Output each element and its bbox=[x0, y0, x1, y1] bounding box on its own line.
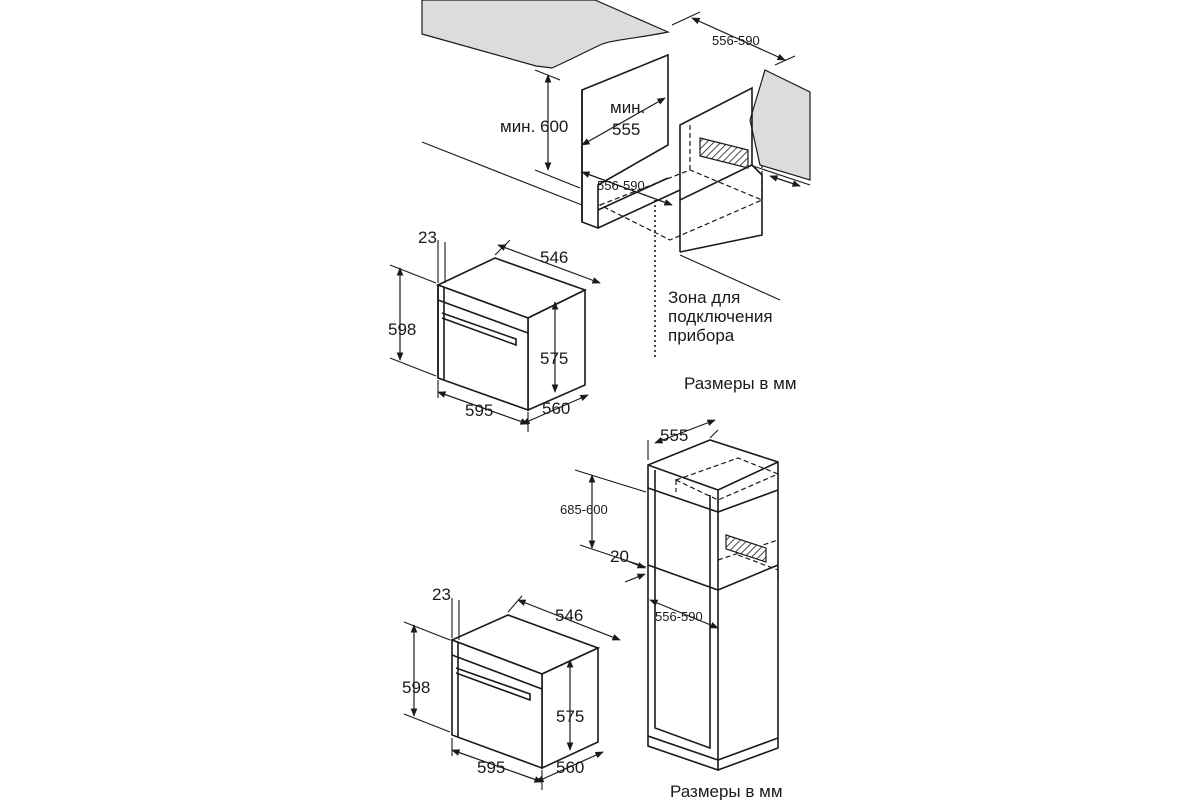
dim-ext-d bbox=[534, 169, 581, 189]
oven-bottom-dim-546 bbox=[517, 599, 621, 641]
oven-top-label-598: 598 bbox=[388, 320, 416, 339]
tall-recess-dashed-2 bbox=[717, 539, 779, 580]
tall-dim-20a bbox=[624, 559, 646, 569]
label-min: мин. bbox=[610, 98, 645, 117]
oven-bottom-label-23: 23 bbox=[432, 585, 451, 604]
tall-cabinet-shelf-2 bbox=[647, 564, 779, 591]
dim-ext-c bbox=[534, 69, 561, 81]
tall-dim-20b bbox=[624, 573, 646, 583]
oven-bottom-label-598: 598 bbox=[402, 678, 430, 697]
oven-bottom-label-595: 595 bbox=[477, 758, 505, 777]
cabinet-right-panel bbox=[679, 86, 763, 253]
oven-top-label-546: 546 bbox=[540, 248, 568, 267]
oven-top-ext-546a bbox=[494, 239, 511, 256]
oven-bottom-ext-546a bbox=[507, 595, 523, 613]
oven-top-ext-598b bbox=[389, 357, 437, 377]
floor-line-right bbox=[679, 254, 781, 301]
units-label-top: Размеры в мм bbox=[684, 374, 797, 393]
oven-top-label-575: 575 bbox=[540, 349, 568, 368]
tall-label-20: 20 bbox=[610, 547, 629, 566]
oven-top-ext-598a bbox=[389, 264, 437, 284]
tall-dim-556-590 bbox=[649, 599, 719, 629]
tall-ext-685b bbox=[579, 544, 647, 568]
tall-label-555: 555 bbox=[660, 426, 688, 445]
units-label-bottom: Размеры в мм bbox=[670, 782, 783, 800]
oven-top-label-595: 595 bbox=[465, 401, 493, 420]
oven-top: 23 546 598 575 595 560 bbox=[388, 228, 601, 432]
oven-top-control-strip bbox=[437, 299, 529, 334]
tall-cabinet-shelf-1 bbox=[647, 487, 779, 513]
tall-label-685-600: 685-600 bbox=[560, 502, 608, 517]
dim-line-width-top bbox=[691, 17, 786, 61]
undercounter-installation: 556-590 мин. 600 мин. 555 556-590 Зона д… bbox=[421, 0, 811, 360]
dim-line-bottom-range bbox=[581, 171, 673, 206]
oven-bottom-control-strip bbox=[451, 654, 543, 690]
oven-top-label-23: 23 bbox=[418, 228, 437, 247]
floor-line-left bbox=[421, 141, 583, 206]
oven-bottom-label-575: 575 bbox=[556, 707, 584, 726]
countertop-left bbox=[421, 0, 670, 69]
zone-label-line1: Зона для bbox=[668, 288, 740, 307]
tall-label-556-590: 556-590 bbox=[655, 609, 703, 624]
oven-bottom-dim-595 bbox=[451, 749, 543, 783]
oven-bottom-ext-598b bbox=[403, 713, 451, 733]
socket-zone-tall bbox=[725, 534, 767, 563]
tall-cabinet-outer bbox=[647, 439, 779, 761]
oven-top-handle bbox=[441, 312, 517, 347]
zone-label-line3: прибора bbox=[668, 326, 735, 345]
dim-ext-a bbox=[671, 11, 701, 26]
tall-dim-555 bbox=[654, 419, 716, 444]
zone-label-line2: подключения bbox=[668, 307, 773, 326]
oven-bottom-label-546: 546 bbox=[555, 606, 583, 625]
dim-ext-b bbox=[774, 55, 796, 66]
oven-top-frame-lip bbox=[437, 285, 445, 380]
socket-zone-top bbox=[699, 137, 749, 169]
dim-line-right-depth bbox=[769, 175, 801, 187]
tall-recess-dashed bbox=[674, 457, 780, 520]
tall-cabinet-plinth bbox=[647, 736, 779, 772]
oven-bottom-dim-560 bbox=[535, 751, 604, 783]
dim-line-555 bbox=[581, 97, 666, 146]
oven-top-dim-560 bbox=[521, 394, 589, 425]
oven-top-label-560: 560 bbox=[542, 399, 570, 418]
tall-ext-555b bbox=[709, 429, 719, 439]
tall-cabinet: 555 685-600 20 556-590 bbox=[560, 419, 780, 772]
oven-top-dim-546 bbox=[497, 244, 601, 284]
oven-bottom: 23 546 598 575 595 560 bbox=[402, 585, 621, 790]
label-min-600: мин. 600 bbox=[500, 117, 568, 136]
oven-top-dim-595 bbox=[437, 391, 529, 425]
tall-ext-685a bbox=[574, 469, 647, 493]
oven-bottom-handle bbox=[455, 667, 531, 702]
countertop-right bbox=[749, 69, 811, 181]
oven-bottom-label-560: 560 bbox=[556, 758, 584, 777]
oven-bottom-ext-598a bbox=[403, 621, 451, 641]
label-555-top: 555 bbox=[612, 120, 640, 139]
label-range-bottom: 556-590 bbox=[597, 178, 645, 193]
label-width-top: 556-590 bbox=[712, 33, 760, 48]
